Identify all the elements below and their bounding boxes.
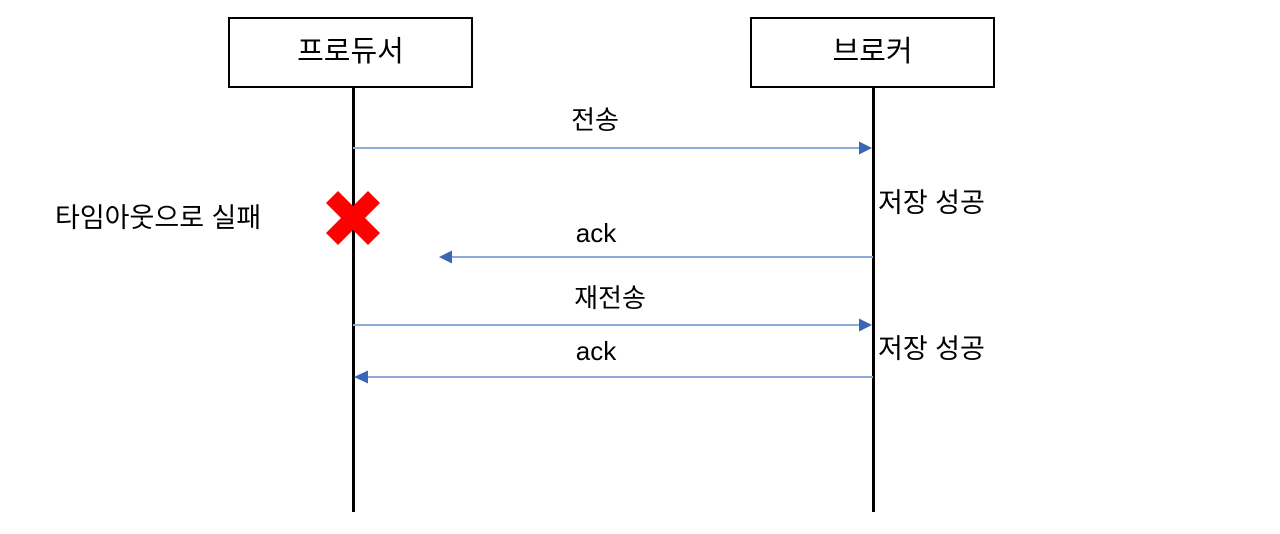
participant-box-producer[interactable]: 프로듀서 xyxy=(228,17,473,88)
message-arrow-ack-ok xyxy=(353,369,873,385)
message-arrow-send xyxy=(353,140,873,156)
message-label-send: 전송 xyxy=(571,105,619,135)
message-arrow-ack-lost xyxy=(437,249,873,265)
annotation-store-success-2: 저장 성공 xyxy=(878,334,985,364)
lifeline-producer xyxy=(352,88,355,512)
red-x-icon xyxy=(324,189,382,247)
annotation-store-success-1: 저장 성공 xyxy=(878,188,985,218)
lifeline-broker xyxy=(872,88,875,512)
participant-label-broker: 브로커 xyxy=(832,36,913,68)
participant-label-producer: 프로듀서 xyxy=(297,36,404,68)
message-label-resend: 재전송 xyxy=(574,283,646,313)
message-label-ack-lost: ack xyxy=(575,218,617,248)
participant-box-broker[interactable]: 브로커 xyxy=(750,17,995,88)
message-label-ack-ok: ack xyxy=(575,336,617,366)
annotation-timeout-failure: 타임아웃으로 실패 xyxy=(55,203,262,233)
message-arrow-resend xyxy=(353,317,873,333)
